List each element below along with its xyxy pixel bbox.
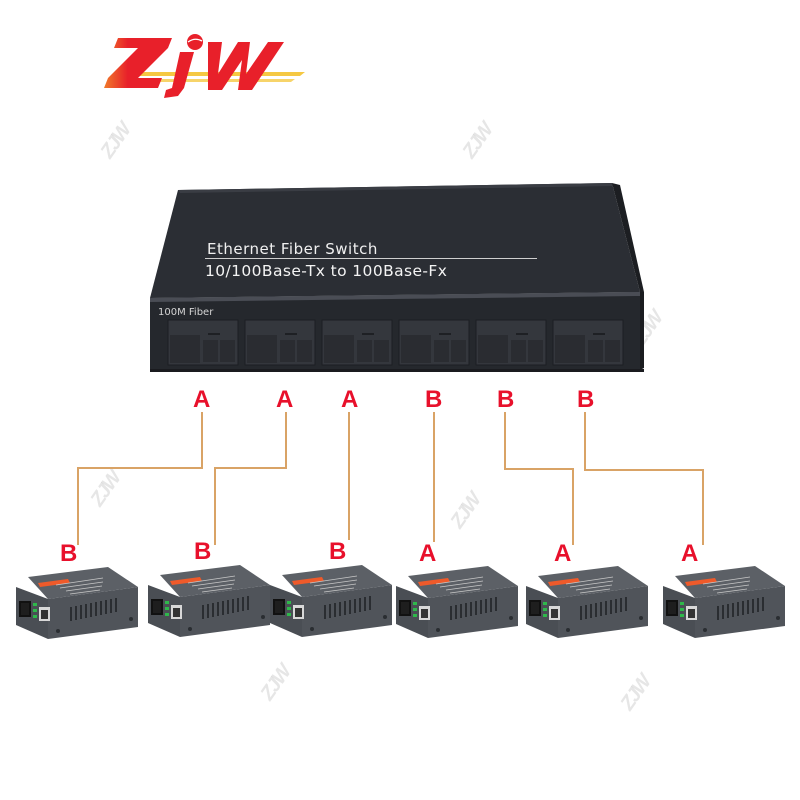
connection-line — [584, 412, 704, 545]
media-converter — [395, 565, 519, 639]
converter-label: A — [554, 540, 572, 567]
switch-port-label: A — [341, 386, 359, 413]
switch-title: Ethernet Fiber Switch — [207, 240, 378, 258]
connection-line — [214, 412, 287, 545]
switch-subtitle: 10/100Base-Tx to 100Base-Fx — [205, 262, 448, 280]
converter-label: A — [681, 540, 699, 567]
media-converter — [147, 564, 271, 638]
media-converter — [269, 564, 393, 638]
switch-port-label: B — [577, 386, 595, 413]
switch-port-label: A — [193, 386, 211, 413]
zjw-logo — [104, 34, 305, 98]
converter-label: A — [419, 540, 437, 567]
port-label: 100M Fiber — [158, 307, 214, 318]
converter-label: B — [194, 538, 212, 565]
media-converter — [662, 565, 786, 639]
switch-port-label: A — [276, 386, 294, 413]
switch-divider — [205, 258, 537, 259]
switch-port-label: B — [425, 386, 443, 413]
connection-line — [77, 412, 203, 545]
switch-port-label: B — [497, 386, 515, 413]
ethernet-fiber-switch — [150, 183, 644, 372]
converter-label: B — [329, 538, 347, 565]
media-converter — [15, 566, 139, 640]
connection-line — [504, 412, 574, 545]
media-converter — [525, 565, 649, 639]
converter-label: B — [60, 540, 78, 567]
